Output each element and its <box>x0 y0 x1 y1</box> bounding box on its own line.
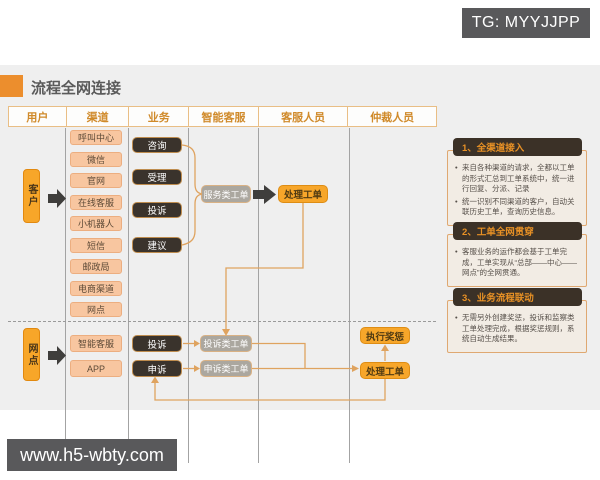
order-appeal-type: 申诉类工单 <box>200 360 252 377</box>
channel-ecommerce: 电商渠道 <box>70 281 122 296</box>
execute-reward-punishment: 执行奖惩 <box>360 327 410 344</box>
note-panel-3-title: 3、业务流程联动 <box>453 288 582 306</box>
title-bullet-square <box>0 75 23 97</box>
page-title: 流程全网连接 <box>31 80 122 97</box>
channel-sms: 短信 <box>70 238 122 253</box>
channel-call-center: 呼叫中心 <box>70 130 122 145</box>
channel-robot: 小机器人 <box>70 216 122 231</box>
business-accept: 受理 <box>132 169 182 185</box>
note-panel-1-title: 1、全渠道接入 <box>453 138 582 156</box>
channel-website: 官网 <box>70 173 122 188</box>
note-panel-2-title: 2、工单全网贯穿 <box>453 222 582 240</box>
note-bullet: 来自各种渠道的请求，全都以工单的形式汇总到工单系统中，统一进行回复、分派、记录 <box>455 163 579 195</box>
channel-branch: 网点 <box>70 302 122 317</box>
column-header-agent: 客服人员 <box>257 107 348 126</box>
channel-wechat: 微信 <box>70 152 122 167</box>
column-header-smart-service: 智能客服 <box>188 107 258 126</box>
site-watermark: www.h5-wbty.com <box>7 439 177 471</box>
note-panel-3: 3、业务流程联动 无需另外创建奖惩，投诉和监察类工单处理完成，根据奖惩规则，系统… <box>447 288 587 353</box>
order-service-type: 服务类工单 <box>201 185 251 203</box>
lane-divider <box>258 128 259 463</box>
channel-smart-service: 智能客服 <box>70 335 122 352</box>
handle-order-top: 处理工单 <box>278 185 328 203</box>
column-header-arbiter: 仲裁人员 <box>347 107 436 126</box>
note-bullet: 无需另外创建奖惩，投诉和监察类工单处理完成，根据奖惩规则，系统自动生成结果。 <box>455 313 579 345</box>
note-bullet: 客服业务的运作都会基于工单完成，工单实现从“总部——中心——网点”的全网贯通。 <box>455 247 579 279</box>
tg-badge: TG: MYYJJPP <box>462 8 590 38</box>
swimlane-header-row: 用户 渠道 业务 智能客服 客服人员 仲裁人员 <box>8 106 437 127</box>
channel-app: APP <box>70 360 122 377</box>
section-dashed-divider <box>8 321 436 322</box>
actor-customer: 客户 <box>23 169 40 223</box>
business-consult: 咨询 <box>132 137 182 153</box>
order-complaint-type: 投诉类工单 <box>200 335 252 352</box>
lane-divider <box>128 128 129 463</box>
note-panel-1: 1、全渠道接入 来自各种渠道的请求，全都以工单的形式汇总到工单系统中，统一进行回… <box>447 138 587 226</box>
channel-post-office: 邮政局 <box>70 259 122 274</box>
note-bullet: 统一识别不同渠道的客户，自动关联历史工单，查询历史信息。 <box>455 197 579 218</box>
handle-order-bottom: 处理工单 <box>360 362 410 379</box>
column-header-channel: 渠道 <box>65 107 129 126</box>
diagram-canvas: 流程全网连接 用户 渠道 业务 智能客服 客服人员 仲裁人员 客户 网点 呼叫中… <box>0 65 600 463</box>
actor-branch: 网点 <box>23 328 40 381</box>
lane-divider <box>65 128 66 463</box>
column-header-user: 用户 <box>26 111 49 124</box>
business-suggestion: 建议 <box>132 237 182 253</box>
business-complaint-bottom: 投诉 <box>132 335 182 352</box>
note-panel-2: 2、工单全网贯穿 客服业务的运作都会基于工单完成，工单实现从“总部——中心——网… <box>447 222 587 287</box>
business-complaint: 投诉 <box>132 202 182 218</box>
lane-divider <box>188 128 189 463</box>
channel-online-service: 在线客服 <box>70 195 122 210</box>
column-header-business: 业务 <box>128 107 188 126</box>
business-appeal-bottom: 申诉 <box>132 360 182 377</box>
lane-divider <box>349 128 350 463</box>
